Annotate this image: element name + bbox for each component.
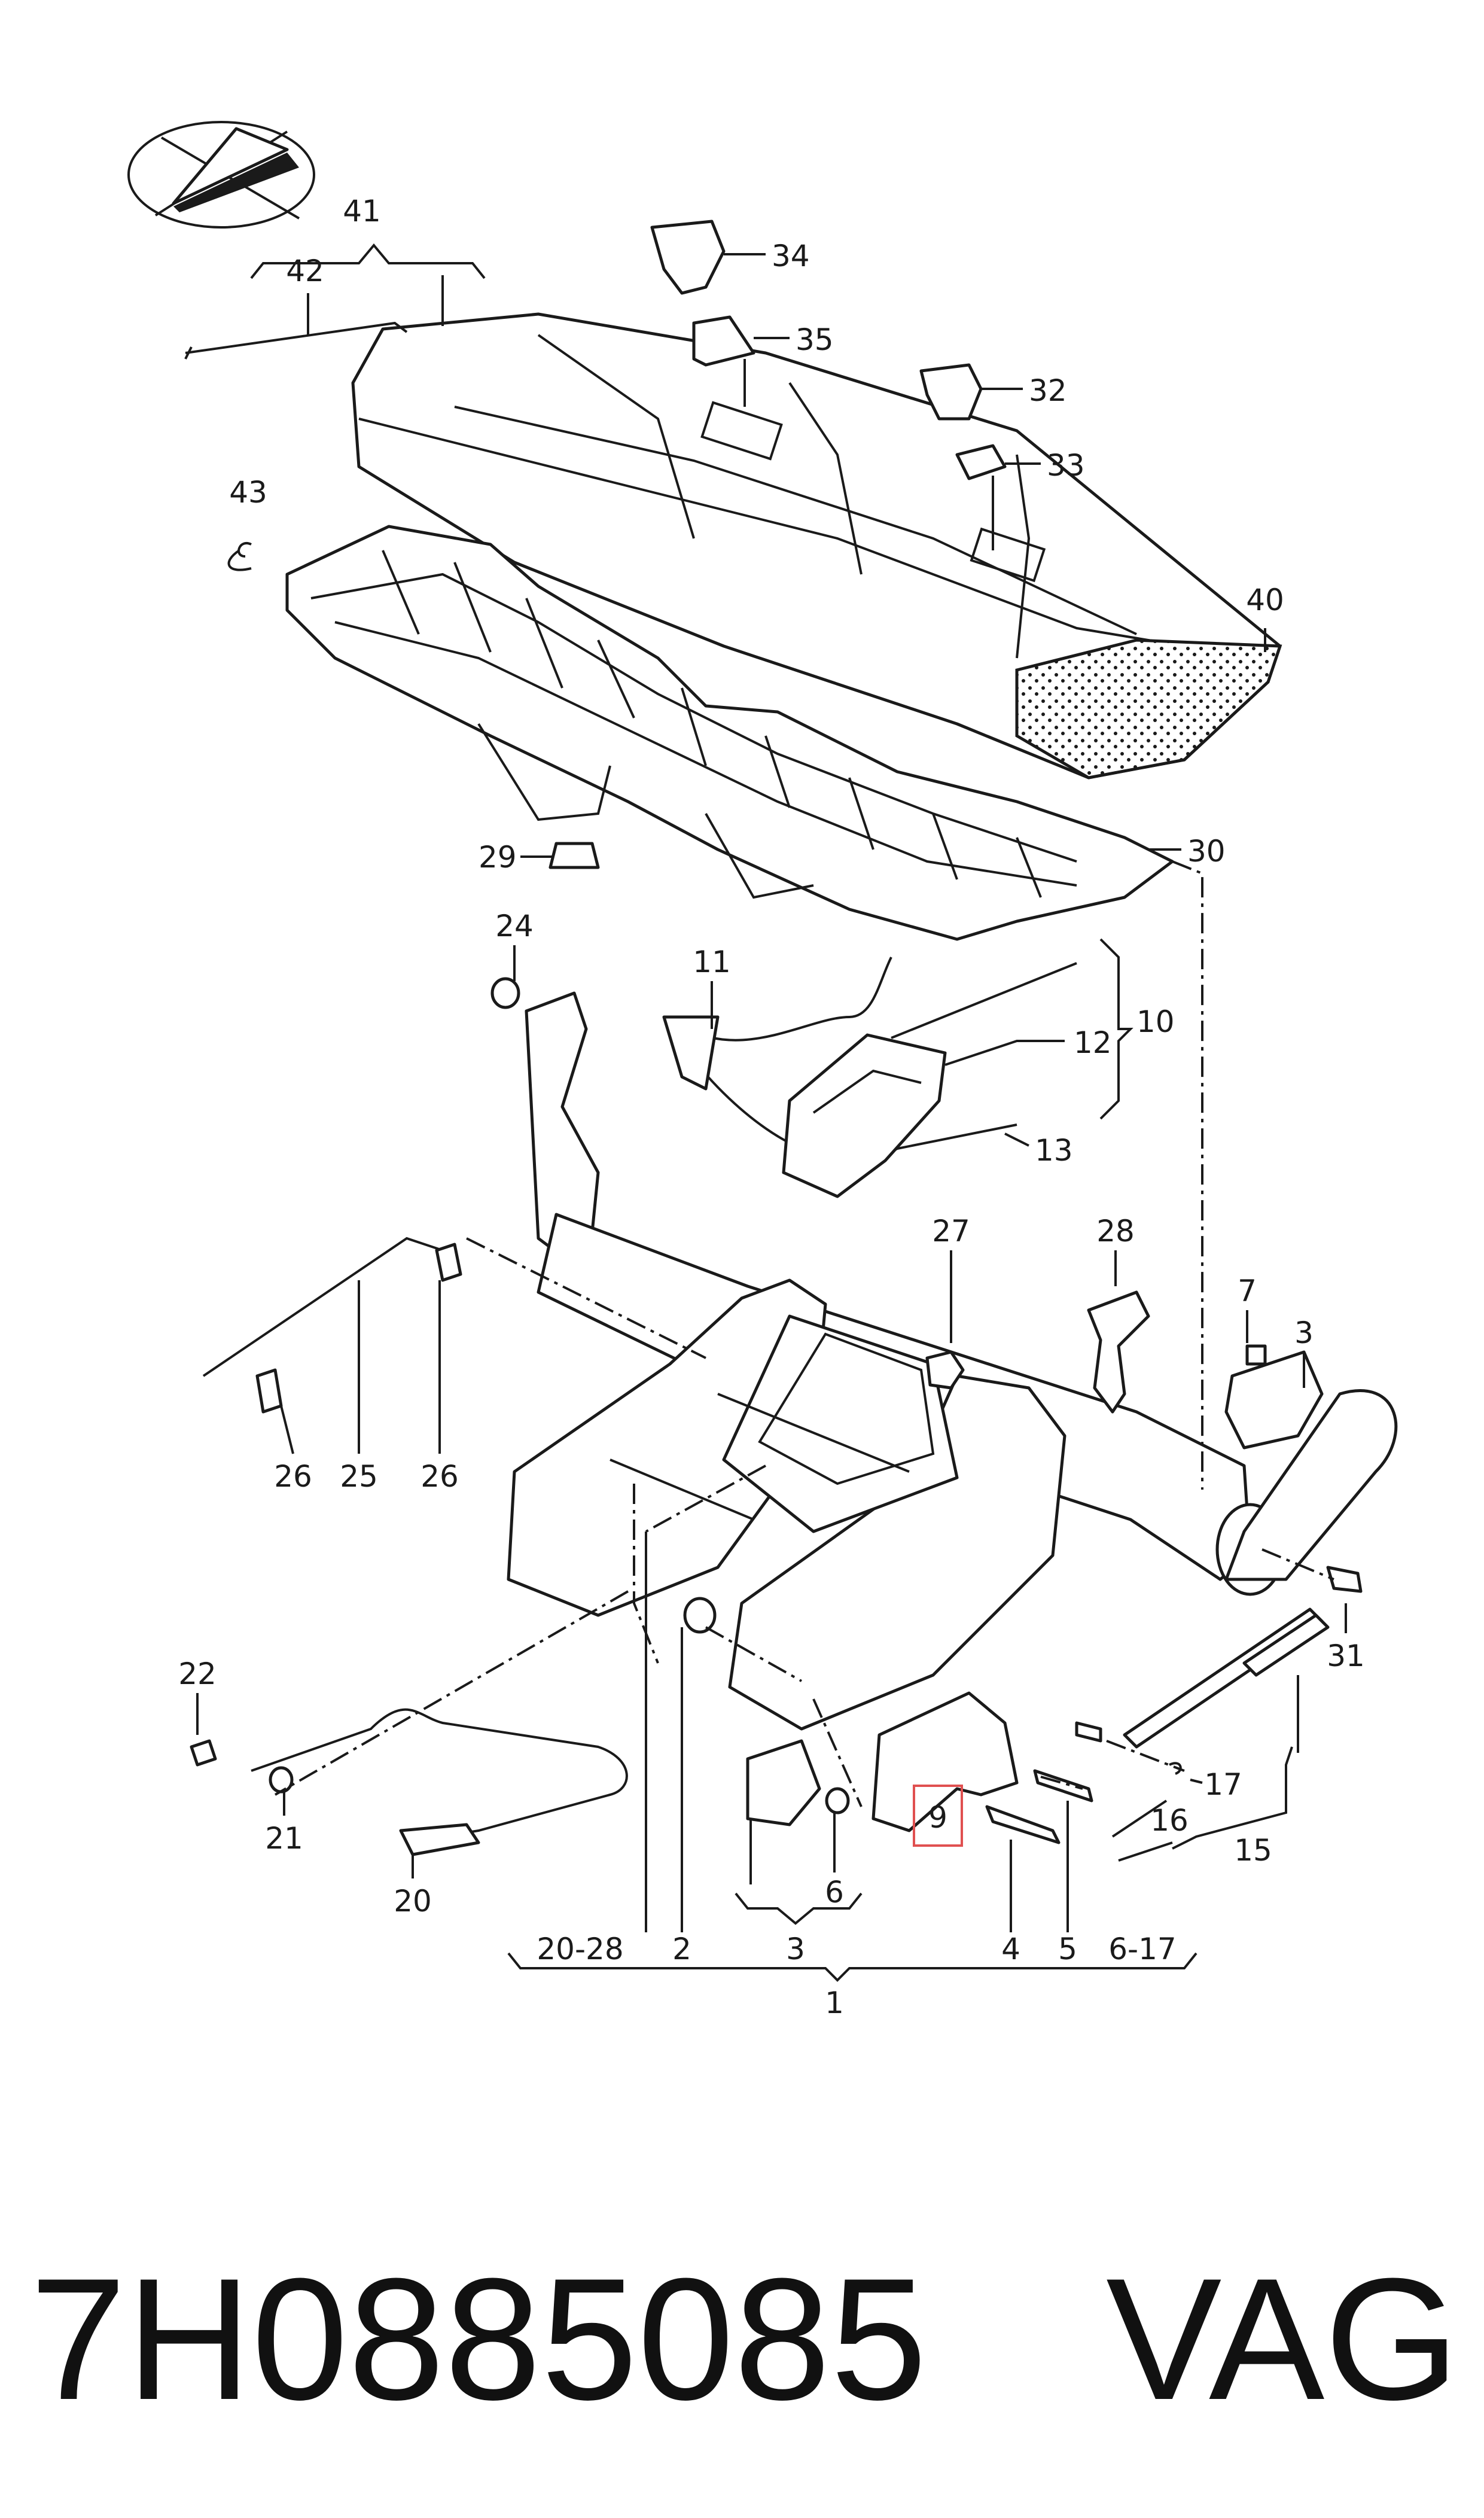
bracket-28 xyxy=(1087,1290,1150,1414)
label-31: 31 xyxy=(1327,1639,1365,1673)
label-21: 21 xyxy=(265,1821,303,1856)
rod-25 xyxy=(202,1237,462,1414)
part-number: 7H0885085 xyxy=(30,2242,927,2436)
label-3-group: 3 xyxy=(786,1932,805,1966)
label-32: 32 xyxy=(1029,373,1067,408)
seat-cushion xyxy=(351,312,1282,780)
cable-20 xyxy=(190,1708,628,1856)
label-17: 17 xyxy=(1204,1767,1242,1802)
label-42: 42 xyxy=(286,254,324,288)
brand-name: VAG xyxy=(1106,2242,1459,2436)
label-43: 43 xyxy=(229,475,267,510)
label-4: 4 xyxy=(1001,1932,1020,1966)
label-6-17: 6-17 xyxy=(1108,1932,1176,1966)
label-22: 22 xyxy=(178,1657,217,1691)
clip-43 xyxy=(227,542,252,571)
label-9: 9 xyxy=(928,1800,947,1835)
clip-32 xyxy=(919,363,1023,421)
label-27: 27 xyxy=(932,1214,970,1249)
label-30: 30 xyxy=(1187,834,1226,869)
clip-17 xyxy=(1169,1762,1182,1775)
orientation-arrow-icon xyxy=(127,121,315,229)
label-13: 13 xyxy=(1035,1133,1073,1168)
leader-lines xyxy=(196,243,1347,1982)
label-5: 5 xyxy=(1058,1932,1077,1966)
screw-16 xyxy=(1075,1721,1102,1743)
clip-29 xyxy=(520,842,600,869)
label-35: 35 xyxy=(796,322,834,357)
label-3-latch: 3 xyxy=(1294,1316,1314,1350)
label-25: 25 xyxy=(340,1459,378,1494)
label-34: 34 xyxy=(772,239,810,273)
label-1: 1 xyxy=(825,1986,844,2020)
latch-3 xyxy=(746,1344,1324,1826)
seat-frame-pan xyxy=(285,525,1174,941)
label-16: 16 xyxy=(1150,1803,1189,1838)
part-labels: 41 42 43 34 35 32 33 40 30 29 24 11 12 1… xyxy=(178,194,1365,2020)
label-6: 6 xyxy=(825,1875,844,1910)
label-26-left: 26 xyxy=(274,1459,312,1494)
nut-27 xyxy=(925,1350,965,1390)
label-10: 10 xyxy=(1136,1004,1175,1039)
label-41: 41 xyxy=(343,194,381,229)
washer-24 xyxy=(490,977,520,1009)
label-20: 20 xyxy=(394,1884,432,1919)
bolt-5 xyxy=(1033,1769,1093,1803)
bolt-4 xyxy=(985,1805,1061,1844)
assembly-lines xyxy=(275,860,1334,1807)
clip-35 xyxy=(692,315,790,367)
label-40: 40 xyxy=(1246,583,1284,617)
label-28: 28 xyxy=(1096,1214,1135,1249)
clip-33 xyxy=(955,444,1041,480)
bushing-2 xyxy=(683,1597,717,1634)
bolt-31 xyxy=(1326,1566,1363,1593)
label-33: 33 xyxy=(1047,448,1085,483)
label-29: 29 xyxy=(479,840,517,875)
label-20-28: 20-28 xyxy=(537,1932,623,1966)
label-26-right: 26 xyxy=(420,1459,459,1494)
label-15: 15 xyxy=(1234,1833,1272,1868)
release-cable-unit xyxy=(662,957,1017,1198)
label-12: 12 xyxy=(1074,1025,1112,1060)
seat-frame-assembly xyxy=(507,991,1398,1731)
bracket-9 xyxy=(871,1691,1019,1847)
gas-strut-15 xyxy=(1123,1607,1330,1749)
label-7: 7 xyxy=(1238,1274,1257,1308)
rod-42 xyxy=(184,321,408,360)
clip-34 xyxy=(650,220,766,295)
label-2: 2 xyxy=(672,1932,691,1966)
label-24: 24 xyxy=(495,909,534,943)
label-11: 11 xyxy=(693,945,731,979)
